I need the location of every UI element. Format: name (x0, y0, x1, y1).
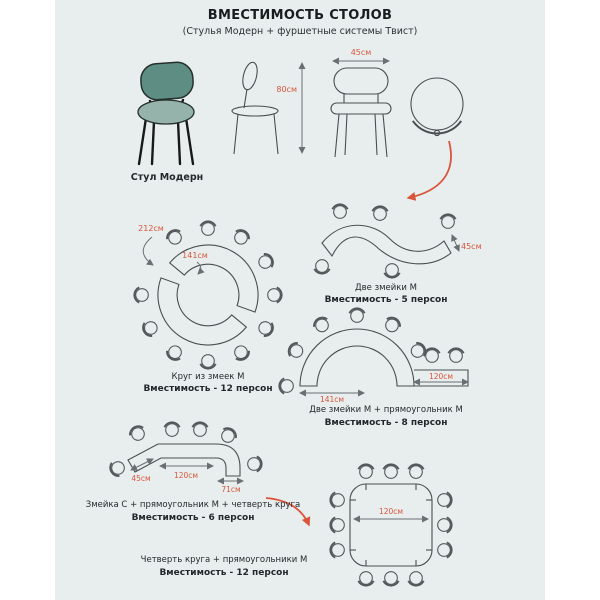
chair-icon (329, 541, 346, 559)
chair-icon (383, 262, 401, 279)
chair-icon (407, 570, 425, 587)
chair-icon (163, 421, 181, 438)
chair-icon (230, 341, 253, 364)
chair-icon (436, 491, 453, 509)
chair-icon (230, 226, 253, 249)
chair-icon (191, 421, 209, 438)
chair-icon (313, 258, 331, 275)
chair-icon (163, 226, 186, 249)
chair-icons (133, 220, 283, 370)
chair-icon (217, 424, 240, 447)
chair-side-view (231, 61, 279, 155)
width-dim-label: 45см (351, 48, 372, 57)
diagram-two-snakes: 45см (313, 203, 482, 279)
chair-icon (436, 541, 453, 559)
diagram4-title: Змейка С + прямоугольник М + четверть кр… (85, 500, 301, 510)
chair-icon (348, 307, 366, 324)
inner-dim-label: 141см (182, 251, 208, 260)
chair-icon (382, 463, 400, 480)
chair-icon (278, 377, 295, 395)
square-dim-label: 120см (379, 507, 403, 516)
seg3-dim-label: 71см (221, 485, 240, 494)
chair-icon (329, 491, 346, 509)
chair-icon (423, 347, 441, 364)
width-dimension: 45см (332, 48, 390, 65)
chair-icon (447, 347, 465, 364)
rect-dim-label: 120см (429, 372, 453, 381)
diagram5-capacity: Вместимость - 12 персон (159, 568, 289, 578)
chair-icon (371, 205, 389, 222)
diagram5-title: Четверть круга + прямоугольники М (140, 555, 308, 565)
chair-icon (133, 286, 150, 304)
curved-arrow-top (406, 140, 452, 201)
chair-icon (381, 313, 404, 336)
diagram2-title: Две змейки М (355, 283, 417, 293)
chair-icon (382, 570, 400, 587)
diagram1-capacity: Вместимость - 12 персон (143, 384, 273, 394)
arch-dim-label: 141см (320, 395, 344, 404)
chair-icon (163, 341, 186, 364)
diagram4-capacity: Вместимость - 6 персон (131, 513, 255, 523)
chair-icon (357, 570, 375, 587)
seg2-dim-label: 120см (174, 471, 198, 480)
height-dimension: 80см (276, 62, 306, 154)
seg1-dim-label: 45см (131, 474, 150, 483)
height-dim-label: 80см (276, 85, 297, 94)
chair-render (137, 61, 195, 166)
outer-dim-label: 212см (138, 224, 164, 233)
page-subtitle: (Стулья Модерн + фуршетные системы Твист… (182, 26, 418, 37)
chair-icon (329, 516, 346, 534)
diagram3-capacity: Вместимость - 8 персон (324, 418, 448, 428)
diagram3-title: Две змейки М + прямоугольник М (309, 405, 463, 415)
chair-name-label: Стул Модерн (130, 172, 204, 183)
chair-icon (407, 463, 425, 480)
chair-top-view (410, 77, 464, 137)
chair-icon (106, 457, 129, 480)
chair-icon (436, 516, 453, 534)
chair-icon (139, 317, 162, 340)
page-title: ВМЕСТИМОСТЬ СТОЛОВ (207, 8, 393, 23)
chair-icon (199, 220, 217, 237)
chair-icon (310, 313, 333, 336)
chair-icons (313, 203, 457, 279)
chair-icon (246, 455, 263, 473)
chair-icon (126, 422, 149, 445)
chair-icon (254, 317, 277, 340)
curved-arrow-bottom (265, 497, 311, 527)
diagram-square-table: 120см (329, 463, 453, 587)
diagram-circle-of-snakes: 212см 141см (133, 220, 283, 370)
chair-icon (199, 353, 217, 370)
diagram2-capacity: Вместимость - 5 персон (324, 295, 448, 305)
chair-icon (357, 463, 375, 480)
chair-icons (106, 421, 263, 480)
band-width-label: 45см (461, 242, 482, 251)
chair-icon (439, 213, 457, 230)
diagram-snakes-rectangle: 141см 120см (278, 307, 469, 404)
diagram1-title: Круг из змеек М (171, 372, 245, 382)
chair-icon (266, 286, 283, 304)
chair-icons (329, 463, 453, 587)
chair-icon (284, 339, 307, 362)
chair-icon (331, 203, 349, 220)
diagram-snake-rect-quarter: 45см 120см 71см (106, 421, 263, 494)
chair-front-view (330, 67, 392, 158)
chair-icon (254, 250, 277, 273)
